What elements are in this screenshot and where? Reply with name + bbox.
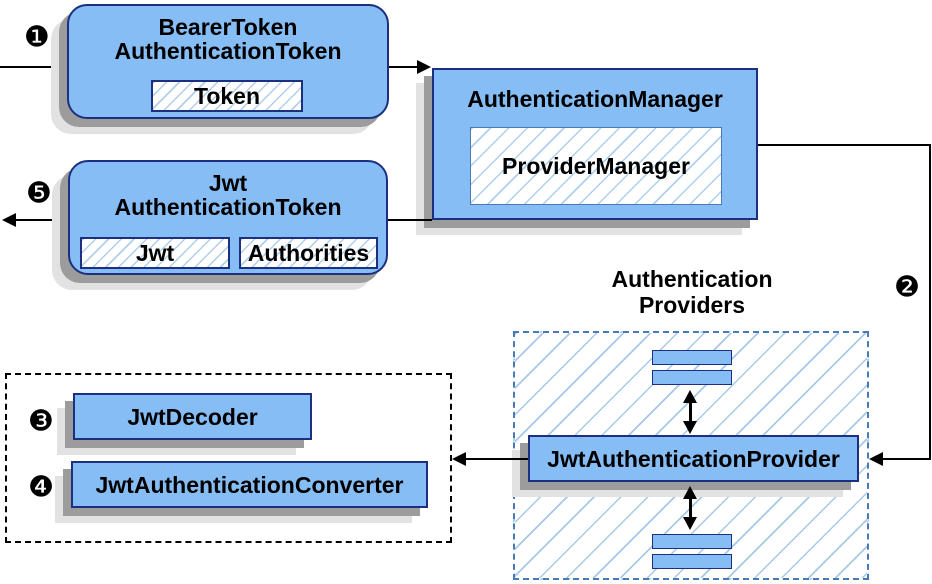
- node-jwt-decoder: JwtDecoder: [73, 393, 312, 440]
- flow-line-bearer-to-manager: [389, 66, 418, 68]
- arrowhead-into-manager: [417, 60, 431, 74]
- arrowhead-up: [683, 486, 697, 499]
- step-1-badge: ❶: [24, 19, 50, 54]
- flow-line-provider-to-decoder-group: [466, 458, 528, 460]
- chip-jwt-label: Jwt: [135, 240, 175, 266]
- provider-placeholder-bar: [652, 350, 732, 365]
- node-jwt-authentication-provider: JwtAuthenticationProvider: [528, 435, 859, 482]
- provider-placeholder-bar: [652, 554, 732, 569]
- providers-group-title-line2: Providers: [638, 292, 746, 318]
- providers-group-title-line1: Authentication: [611, 266, 773, 292]
- double-arrow-bottom-shaft: [689, 496, 692, 521]
- step-3-badge: ❸: [28, 403, 54, 438]
- node-title-line2: AuthenticationToken: [114, 194, 342, 220]
- arrowhead-into-decoder-group: [452, 452, 466, 466]
- providers-group-title: Authentication Providers: [612, 266, 773, 318]
- node-title: Jwt AuthenticationToken: [70, 171, 386, 219]
- node-bearer-token-authentication-token: BearerToken AuthenticationToken Token: [67, 4, 389, 119]
- node-title-line1: BearerToken: [158, 14, 298, 40]
- node-jwt-authentication-converter-label: JwtAuthenticationConverter: [95, 471, 404, 498]
- flow-line-request-in: [0, 66, 67, 68]
- node-jwt-authentication-converter: JwtAuthenticationConverter: [71, 461, 428, 508]
- flow-line-response-out: [14, 219, 68, 221]
- node-jwt-decoder-label: JwtDecoder: [127, 403, 258, 430]
- inner-provider-manager: ProviderManager: [470, 127, 722, 205]
- node-title-line1: Jwt: [208, 170, 248, 196]
- double-arrow-top-shaft: [689, 400, 692, 425]
- provider-placeholder-bar: [652, 370, 732, 385]
- node-title: AuthenticationManager: [467, 86, 723, 112]
- flow-line-step2-vertical: [929, 144, 931, 460]
- chip-token-label: Token: [193, 83, 261, 109]
- node-jwt-authentication-provider-label: JwtAuthenticationProvider: [547, 445, 840, 472]
- step-5-badge: ❺: [26, 175, 52, 210]
- chip-jwt: Jwt: [80, 237, 230, 269]
- node-title: BearerToken AuthenticationToken: [69, 15, 387, 63]
- provider-placeholder-bar: [652, 534, 732, 549]
- step-4-badge: ❹: [28, 469, 54, 504]
- inner-provider-manager-label: ProviderManager: [502, 153, 690, 179]
- chip-authorities-label: Authorities: [247, 240, 370, 266]
- flow-line-step2-horizontal: [758, 144, 931, 146]
- node-authentication-manager: AuthenticationManager ProviderManager: [432, 68, 758, 220]
- node-jwt-authentication-token: Jwt AuthenticationToken Jwt Authorities: [68, 160, 388, 275]
- arrowhead-response-out: [2, 213, 16, 227]
- decoder-group-container: [5, 373, 452, 543]
- arrowhead-down: [683, 517, 697, 530]
- arrowhead-up: [683, 390, 697, 403]
- step-2-badge: ❷: [894, 269, 920, 304]
- chip-authorities: Authorities: [239, 237, 378, 269]
- flow-line-step2-into-provider: [883, 458, 931, 460]
- flow-line-manager-to-jwt-token: [388, 219, 432, 221]
- arrowhead-into-provider: [869, 452, 883, 466]
- chip-token: Token: [151, 80, 303, 112]
- arrowhead-down: [683, 421, 697, 434]
- node-title-line2: AuthenticationToken: [114, 38, 342, 64]
